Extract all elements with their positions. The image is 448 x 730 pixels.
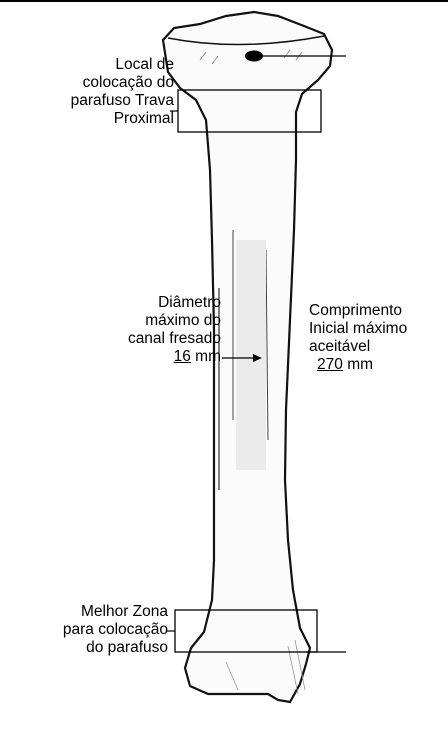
length-unit: mm bbox=[347, 356, 373, 373]
length-value: 270 bbox=[317, 356, 343, 373]
diameter-unit: mm bbox=[195, 348, 221, 365]
proximal-screw-label: Local de colocação do parafuso Trava Pro… bbox=[71, 56, 174, 128]
diameter-value: 16 bbox=[174, 348, 191, 365]
length-label: Comprimento Inicial máximo aceitável 270… bbox=[309, 302, 407, 374]
canal-shading bbox=[236, 240, 266, 470]
distal-screw-label: Melhor Zona para colocação do parafuso bbox=[63, 603, 168, 657]
diameter-label: Diâmetro máximo do canal fresado 16 mm bbox=[128, 294, 221, 366]
screw-entry-marker bbox=[245, 51, 263, 62]
